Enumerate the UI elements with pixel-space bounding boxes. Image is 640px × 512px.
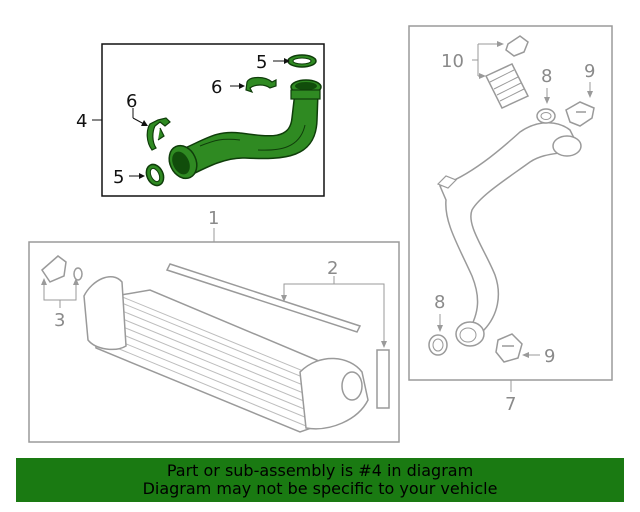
callout-7[interactable]: 7 bbox=[505, 394, 516, 415]
pipe-lower-opening bbox=[459, 327, 477, 343]
callout-9-upper[interactable]: 9 bbox=[584, 61, 595, 82]
arrowhead-10b bbox=[479, 73, 486, 79]
arrowhead-10a bbox=[497, 41, 504, 47]
clip-lower-9[interactable] bbox=[495, 333, 523, 363]
callout-10[interactable]: 10 bbox=[441, 51, 464, 72]
pipe-bracket bbox=[436, 175, 458, 189]
seal-ring-lower-8-hole bbox=[432, 338, 444, 352]
banner-line-2: Diagram may not be specific to your vehi… bbox=[142, 479, 498, 498]
hose-clip-10[interactable] bbox=[505, 35, 529, 57]
sensor-part[interactable] bbox=[41, 255, 67, 283]
intercooler-group-1[interactable]: 1 3 2 bbox=[28, 208, 400, 443]
pipe-group-7[interactable]: 7 10 8 9 8 bbox=[408, 25, 613, 415]
assembly-4-box bbox=[101, 43, 325, 197]
arrowhead-2a bbox=[281, 295, 287, 302]
leader-bracket-10 bbox=[472, 43, 500, 77]
leader-line-6-side-b bbox=[132, 117, 145, 125]
seal-ring-upper-8-hole bbox=[540, 112, 552, 120]
arrowhead-5-bottom bbox=[139, 173, 145, 179]
flex-hose-part[interactable] bbox=[484, 63, 530, 109]
arrowhead-3a bbox=[41, 278, 47, 285]
arrowhead-9-lower bbox=[522, 352, 529, 358]
clamp-clip-side-part[interactable] bbox=[146, 117, 171, 151]
parts-diagram: 5 6 6 5 4 1 3 2 bbox=[28, 25, 613, 443]
hose-rib-lines bbox=[199, 124, 306, 151]
seal-ring-top-hole bbox=[292, 57, 312, 65]
arrowhead-8-lower bbox=[437, 325, 443, 332]
hose-top-band bbox=[290, 89, 321, 100]
banner-line-1: Part or sub-assembly is #4 in diagram bbox=[166, 461, 474, 480]
callout-5-top[interactable]: 5 bbox=[256, 52, 267, 73]
hose-top-opening bbox=[295, 82, 317, 90]
part-notice-banner: Part or sub-assembly is #4 in diagram Di… bbox=[16, 458, 624, 502]
leader-bracket-2 bbox=[283, 276, 385, 344]
seal-ring-bottom-hole bbox=[149, 167, 161, 183]
arrowhead-8-upper bbox=[544, 97, 550, 104]
leader-bracket-3 bbox=[43, 282, 77, 308]
arrowhead-9-upper bbox=[587, 91, 593, 98]
callout-2[interactable]: 2 bbox=[327, 258, 338, 279]
intercooler-outlet bbox=[341, 371, 363, 401]
clip-upper-9[interactable] bbox=[565, 101, 595, 127]
callout-6-top[interactable]: 6 bbox=[211, 77, 222, 98]
sensor-o-ring[interactable] bbox=[73, 267, 83, 281]
arrowhead-5-top bbox=[284, 58, 290, 64]
arrowhead-2b bbox=[381, 341, 387, 348]
callout-1[interactable]: 1 bbox=[208, 208, 219, 229]
callout-8-upper[interactable]: 8 bbox=[541, 66, 552, 87]
core-fins bbox=[99, 295, 331, 427]
arrowhead-3b bbox=[73, 278, 79, 285]
flex-hose-ribs bbox=[489, 69, 525, 102]
clamp-clip-top-part[interactable] bbox=[245, 76, 277, 94]
charge-pipe-part[interactable] bbox=[438, 122, 579, 333]
callout-6-side[interactable]: 6 bbox=[126, 91, 137, 112]
arrowhead-6-side bbox=[141, 120, 148, 126]
intercooler-left-tank bbox=[83, 276, 127, 351]
arrowhead-6-top bbox=[239, 83, 245, 89]
hose-bottom-opening bbox=[172, 151, 190, 175]
intake-hose-part[interactable] bbox=[175, 91, 319, 180]
pipe-upper-end bbox=[552, 135, 582, 157]
callout-3[interactable]: 3 bbox=[54, 310, 65, 331]
assembly-4-group[interactable]: 5 6 6 5 4 bbox=[76, 43, 325, 197]
callout-9-lower[interactable]: 9 bbox=[544, 346, 555, 367]
callout-5-bottom[interactable]: 5 bbox=[113, 167, 124, 188]
callout-8-lower[interactable]: 8 bbox=[434, 292, 445, 313]
seal-strip-part[interactable] bbox=[165, 263, 362, 333]
seal-pad-part[interactable] bbox=[376, 349, 390, 409]
callout-4[interactable]: 4 bbox=[76, 111, 87, 132]
